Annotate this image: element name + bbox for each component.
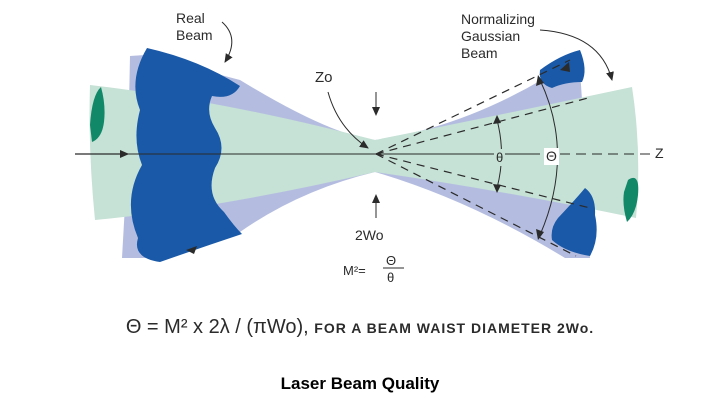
normalizing-label-line3: Beam: [461, 45, 498, 61]
m2-fraction-numerator: Θ: [386, 253, 397, 268]
theta-small-arrow-bottom: [493, 184, 501, 193]
z0-label: Zo: [315, 69, 333, 86]
real-beam-label-line1: Real: [176, 10, 205, 26]
z-axis-label: Z: [655, 145, 664, 161]
figure-caption: Laser Beam Quality: [280, 374, 440, 393]
normalizing-label-line2: Gaussian: [461, 28, 521, 44]
real-beam-blob-left: [130, 48, 242, 262]
normalizing-label-line1: Normalizing: [461, 11, 535, 27]
divergence-line-upper-inner: [375, 97, 589, 155]
waist-diameter-label: 2Wo: [355, 227, 384, 243]
real-beam-pointer-arrow: [221, 21, 233, 63]
real-beam-label: Real Beam: [176, 10, 213, 44]
m2-equation-lhs: M²=: [343, 263, 366, 278]
divergence-line-lower-inner: [375, 153, 591, 209]
m2-fraction-denominator: θ: [387, 270, 395, 285]
beam-end-left: [90, 87, 105, 142]
divergence-line-upper-outer: [375, 59, 571, 155]
z0-pointer-arrow: [327, 91, 369, 149]
theta-small-label: θ: [494, 149, 506, 166]
theta-big-label: Θ: [544, 148, 559, 165]
real-beam-label-line2: Beam: [176, 27, 213, 43]
beam-end-right: [623, 177, 639, 222]
theta-small-arrow-top: [493, 115, 501, 124]
formula-qualifier: FOR A BEAM WAIST DIAMETER 2Wo.: [314, 320, 595, 336]
formula-expression: Θ = M² x 2λ / (πWo),: [125, 316, 309, 338]
theta-big-arrow-top: [536, 75, 544, 86]
gaussian-beam-body: [89, 85, 639, 220]
divergence-line-lower-outer: [375, 153, 577, 257]
normalizing-gaussian-beam-label: Normalizing Gaussian Beam: [461, 11, 535, 62]
divergence-lines: [375, 59, 591, 257]
theta-big-arrow-bottom: [536, 229, 544, 240]
envelope-arrow-right-top: [560, 62, 570, 72]
normalizing-beam-pointer-arrow: [539, 29, 614, 81]
beam-quality-formula: Θ = M² x 2λ / (πWo), FOR A BEAM WAIST DI…: [0, 316, 720, 339]
real-beam-blob-bottom-right: [551, 188, 597, 256]
envelope-arrow-left-bottom: [186, 246, 197, 254]
